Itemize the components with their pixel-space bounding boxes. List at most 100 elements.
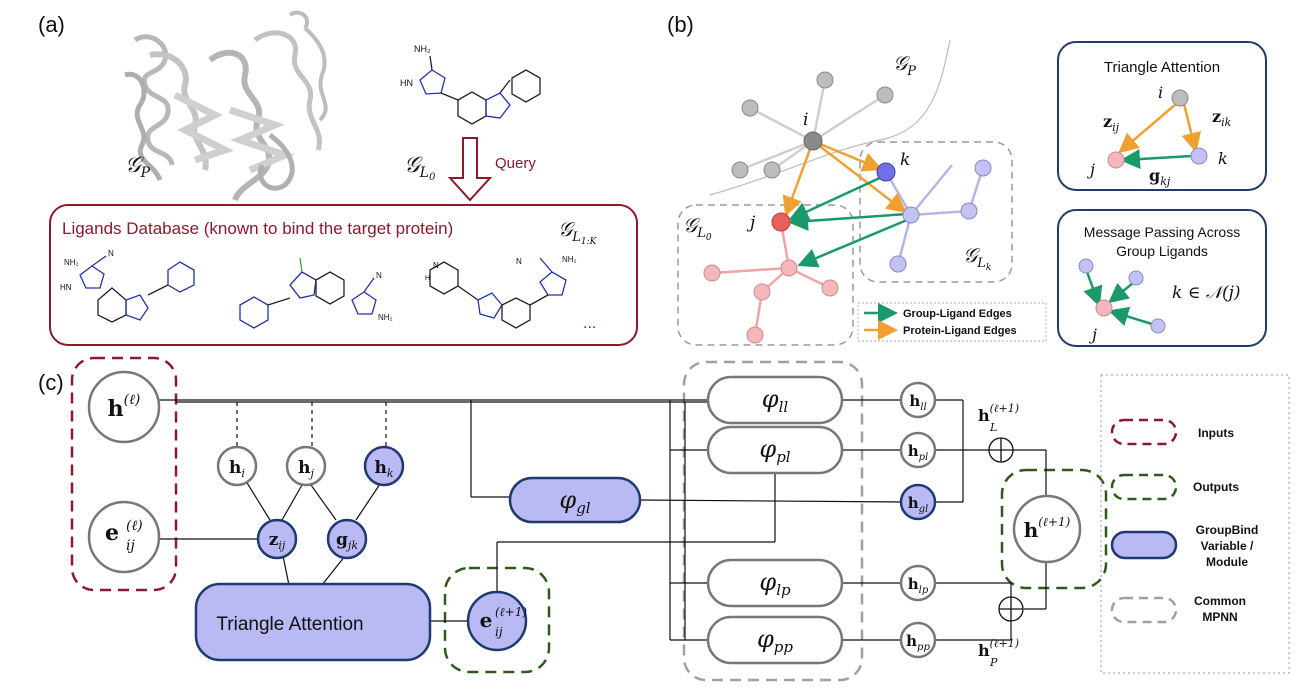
phi-gl-label: φgl (559, 486, 590, 517)
mp-node-2 (1128, 270, 1144, 286)
database-ellipsis: ... (583, 315, 596, 332)
node-h-gl (899, 483, 937, 521)
node-h-i-label: hi (229, 458, 245, 480)
node-g-jk (326, 518, 368, 560)
ligand-L0-edges (711, 221, 831, 336)
mp-formula: k ∈ 𝒩(j) (1172, 283, 1241, 303)
group-Lk-box (859, 141, 1013, 283)
tri-g-kj: gkj (1149, 166, 1171, 188)
protein-graph-label: 𝒢P (125, 153, 151, 181)
node-h-j (285, 445, 327, 487)
tri-z-ik: zik (1212, 107, 1232, 129)
query-ligand-graph-label: 𝒢L0 (404, 153, 436, 183)
svg-text:N: N (433, 261, 439, 270)
protein-graph-edges (739, 79, 886, 172)
protein-ligand-legend-label: Protein-Ligand Edges (903, 325, 1017, 337)
phi-gl-module (508, 476, 642, 524)
node-h-l (87, 370, 161, 444)
protein-nodes (731, 71, 894, 179)
legend-outputs-swatch (1110, 473, 1178, 501)
output-node-group-box (1000, 468, 1108, 590)
panel-label-c: (c) (38, 370, 64, 395)
svg-text:N: N (516, 257, 522, 266)
h-L-next-sub: L (989, 421, 997, 434)
phi-lp-module (706, 558, 844, 608)
h-P-next-sub: P (989, 656, 998, 669)
ligands-database-graph-label: 𝒢L1:K (558, 217, 598, 247)
node-g-jk-label: gjk (336, 530, 358, 552)
svg-text:HN: HN (400, 78, 413, 88)
tri-node-k (1190, 147, 1208, 165)
phi-pp-module (706, 615, 844, 665)
node-e-next-sup: (ℓ+1) (495, 605, 527, 619)
svg-text:N: N (108, 249, 114, 258)
panel-label-b: (b) (667, 12, 694, 37)
database-ligand-2: N NH₂ (239, 257, 393, 329)
tri-label-k: k (1218, 149, 1228, 168)
node-e-next (466, 590, 528, 652)
legend-common-label-2: MPNN (1202, 610, 1237, 624)
mp-node-1 (1078, 258, 1094, 274)
node-h-pl (899, 431, 937, 469)
node-e-ij (87, 500, 161, 574)
ligands-database-box (49, 204, 638, 346)
node-h-j-label: hj (298, 458, 314, 480)
node-h-ll-label: hll (909, 392, 926, 413)
node-h-i (216, 445, 258, 487)
protein-region-boundary (709, 39, 951, 196)
node-h-pp-label: hpp (906, 632, 930, 653)
panel-c-wiring (150, 399, 1047, 641)
legend-groupbind-label-3: Module (1206, 555, 1248, 569)
node-h-next-label: h(ℓ+1) (1024, 515, 1071, 542)
triangle-attention-box-title: Triangle Attention (1104, 59, 1220, 76)
protein-region-label: 𝒢P (893, 51, 916, 79)
group-Lk-label: 𝒢Lk (963, 243, 991, 273)
database-ligand-1: NH₂ HN N (60, 249, 195, 323)
node-z-ij-label: zij (269, 530, 286, 552)
legend-inputs-label: Inputs (1198, 426, 1234, 440)
svg-text:NH₂: NH₂ (64, 258, 79, 267)
mp-node-j (1095, 299, 1113, 317)
svg-text:H: H (425, 275, 430, 282)
node-z-ij (256, 518, 298, 560)
tri-label-i: i (1158, 83, 1163, 102)
node-j-label: j (746, 213, 756, 233)
query-ligand-structure: NH₂ HN (400, 44, 541, 125)
tri-node-j (1107, 151, 1125, 169)
node-h-lp-label: hlp (908, 575, 929, 596)
ligand-Lk-nodes (876, 159, 992, 273)
tri-node-i (1171, 89, 1189, 107)
common-mpnn-group-box (682, 360, 864, 682)
phi-pl-label: φpl (759, 435, 790, 466)
legend-common-label-1: Common (1194, 594, 1246, 608)
svg-text:NH₂: NH₂ (562, 255, 577, 264)
legend-outputs-label: Outputs (1193, 480, 1239, 494)
svg-text:N: N (376, 271, 382, 280)
legend-groupbind-label-2: Variable / (1201, 539, 1254, 553)
node-h-pp (899, 621, 937, 659)
triangle-attention-module (194, 582, 432, 662)
h-P-next-label: h(ℓ+1) (978, 637, 1019, 660)
message-passing-title-2: Group Ligands (1116, 243, 1208, 259)
node-i-label: i (803, 110, 808, 130)
query-label: Query (495, 155, 536, 172)
phi-lp-label: φlp (759, 568, 791, 599)
legend-common-swatch (1110, 596, 1178, 624)
panel-label-a: (a) (38, 12, 65, 37)
message-passing-title-1: Message Passing Across (1084, 224, 1240, 240)
node-h-k (363, 445, 405, 487)
node-e-next-label: e (480, 608, 493, 632)
protein-ligand-edges (782, 139, 907, 217)
node-h-gl-label: hgl (908, 494, 929, 515)
node-e-ij-label: e (105, 520, 119, 546)
triangle-attention-module-label: Triangle Attention (216, 614, 363, 635)
panel-c-dashed-links (236, 402, 387, 450)
group-ligand-legend-label: Group-Ligand Edges (903, 308, 1012, 320)
node-h-l-label: h(ℓ) (108, 392, 141, 422)
group-L0-label: 𝒢L0 (683, 213, 712, 243)
phi-pl-module (706, 425, 844, 475)
mp-label-j: j (1089, 325, 1097, 344)
query-arrow (447, 137, 493, 202)
group-L0-box (677, 204, 854, 346)
